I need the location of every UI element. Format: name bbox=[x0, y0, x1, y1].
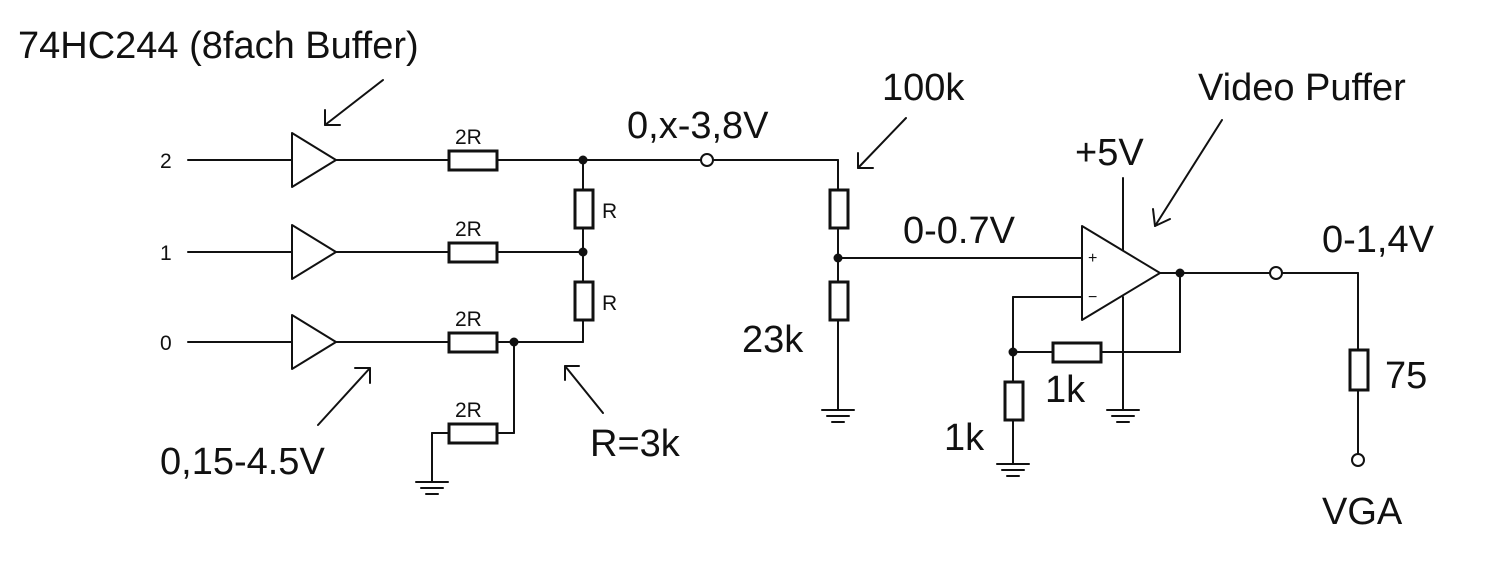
ground-symbol bbox=[996, 463, 1030, 477]
arrow-100k-annotation bbox=[857, 117, 907, 169]
r-value-label: R=3k bbox=[590, 423, 681, 465]
resistor-r-lower bbox=[573, 280, 595, 322]
divider-bottom-label: 23k bbox=[742, 319, 804, 361]
input-2-label: 2 bbox=[160, 150, 172, 173]
output-connector-label: VGA bbox=[1322, 491, 1403, 533]
divider-top-label: 100k bbox=[882, 67, 965, 109]
resistor-r-upper bbox=[573, 188, 595, 230]
ground-resistor-label: 1k bbox=[944, 417, 985, 459]
arrow-opamp-annotation bbox=[1152, 119, 1223, 227]
ground-symbol bbox=[821, 409, 855, 423]
junction-dot bbox=[509, 337, 519, 347]
resistor-23k bbox=[828, 280, 850, 322]
opamp-minus-sign: − bbox=[1088, 289, 1097, 306]
ladder-output-voltage-label: 0,x-3,8V bbox=[627, 105, 769, 147]
input-0-label: 0 bbox=[160, 332, 172, 355]
resistor-r-lower-label: R bbox=[602, 292, 617, 315]
resistor-ground-1k bbox=[1003, 380, 1025, 422]
output-terminal bbox=[1269, 266, 1283, 280]
opamp-name-label: Video Puffer bbox=[1198, 67, 1406, 109]
arrow-buffer-annotation bbox=[324, 79, 384, 126]
junction-dot bbox=[578, 247, 588, 257]
arrow-r-annotation bbox=[564, 365, 604, 414]
opamp-plus-sign: + bbox=[1088, 250, 1097, 267]
resistor-feedback-1k bbox=[1051, 341, 1103, 364]
junction-dot bbox=[578, 155, 588, 165]
resistor-2r-top-label: 2R bbox=[455, 126, 482, 149]
resistor-2r-top bbox=[447, 149, 499, 172]
resistor-100k bbox=[828, 188, 850, 230]
resistor-2r-ground-label: 2R bbox=[455, 399, 482, 422]
output-voltage-label: 0-1,4V bbox=[1322, 219, 1435, 261]
resistor-2r-ground bbox=[447, 422, 499, 445]
resistor-2r-bottom-label: 2R bbox=[455, 308, 482, 331]
ground-symbol bbox=[1106, 409, 1140, 423]
ground-symbol bbox=[415, 481, 449, 495]
load-resistor-label: 75 bbox=[1385, 355, 1427, 397]
resistor-2r-middle-label: 2R bbox=[455, 218, 482, 241]
ladder-output-terminal bbox=[700, 153, 714, 167]
resistor-2r-middle bbox=[447, 241, 499, 264]
resistor-2r-bottom bbox=[447, 331, 499, 354]
resistor-75 bbox=[1348, 348, 1370, 392]
input-1-label: 1 bbox=[160, 242, 172, 265]
buffer-0 bbox=[291, 314, 337, 370]
supply-label: +5V bbox=[1075, 132, 1144, 174]
arrow-voltage-annotation bbox=[317, 367, 371, 426]
buffer-chip-label: 74HC244 (8fach Buffer) bbox=[18, 25, 419, 67]
feedback-resistor-label: 1k bbox=[1045, 369, 1086, 411]
buffer-1 bbox=[291, 224, 337, 280]
buffer-output-voltage-label: 0,15-4.5V bbox=[160, 441, 325, 483]
opamp bbox=[1081, 225, 1161, 321]
resistor-r-upper-label: R bbox=[602, 200, 617, 223]
buffer-2 bbox=[291, 132, 337, 188]
vga-terminal bbox=[1351, 453, 1365, 467]
opamp-input-voltage-label: 0-0.7V bbox=[903, 210, 1016, 252]
